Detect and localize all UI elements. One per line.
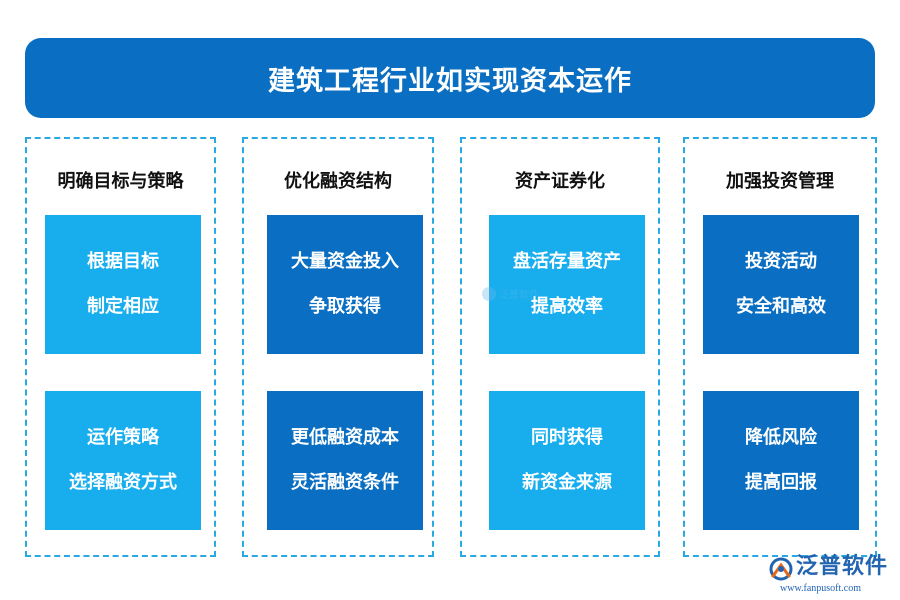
column-goals-strategy: 明确目标与策略 根据目标 制定相应 运作策略 选择融资方式 <box>25 137 216 557</box>
card-line: 同时获得 <box>531 427 603 448</box>
strategy-card: 同时获得 新资金来源 <box>489 391 645 530</box>
card-line: 灵活融资条件 <box>291 472 399 493</box>
card-line: 更低融资成本 <box>291 427 399 448</box>
card-line: 提高效率 <box>531 296 603 317</box>
strategy-card: 盘活存量资产 提高效率 <box>489 215 645 354</box>
card-line: 安全和高效 <box>736 296 826 317</box>
logo-url: www.fanpusoft.com <box>780 583 862 594</box>
card-line: 提高回报 <box>745 472 817 493</box>
column-securitization: 资产证券化 盘活存量资产 提高效率 同时获得 新资金来源 <box>460 137 660 557</box>
card-line: 降低风险 <box>745 427 817 448</box>
column-financing-structure: 优化融资结构 大量资金投入 争取获得 更低融资成本 灵活融资条件 <box>242 137 434 557</box>
card-line: 盘活存量资产 <box>513 251 621 272</box>
brand-logo: 泛普软件 www.fanpusoft.com <box>768 552 894 596</box>
column-investment-management: 加强投资管理 投资活动 安全和高效 降低风险 提高回报 <box>683 137 877 557</box>
strategy-card: 运作策略 选择融资方式 <box>45 391 201 530</box>
column-heading: 资产证券化 <box>515 171 605 192</box>
fanpu-logo-icon <box>769 557 793 581</box>
watermark-icon <box>482 286 496 301</box>
card-line: 选择融资方式 <box>69 472 177 493</box>
strategy-card: 更低融资成本 灵活融资条件 <box>267 391 423 530</box>
strategy-card: 大量资金投入 争取获得 <box>267 215 423 354</box>
card-line: 运作策略 <box>87 427 159 448</box>
column-heading: 加强投资管理 <box>726 171 834 192</box>
logo-name: 泛普软件 <box>796 554 889 579</box>
page-title: 建筑工程行业如实现资本运作 <box>268 65 632 97</box>
card-line: 制定相应 <box>87 296 159 317</box>
strategy-card: 投资活动 安全和高效 <box>703 215 859 354</box>
card-line: 投资活动 <box>745 251 817 272</box>
watermark-text: 泛普软件 <box>499 290 539 301</box>
card-line: 新资金来源 <box>522 472 612 493</box>
watermark: 泛普软件 <box>482 286 539 301</box>
card-line: 大量资金投入 <box>291 251 399 272</box>
column-heading: 优化融资结构 <box>284 171 392 192</box>
strategy-card: 根据目标 制定相应 <box>45 215 201 354</box>
card-line: 争取获得 <box>309 296 381 317</box>
strategy-card: 降低风险 提高回报 <box>703 391 859 530</box>
column-heading: 明确目标与策略 <box>57 171 184 192</box>
title-banner: 建筑工程行业如实现资本运作 <box>25 38 875 118</box>
card-line: 根据目标 <box>87 251 159 272</box>
